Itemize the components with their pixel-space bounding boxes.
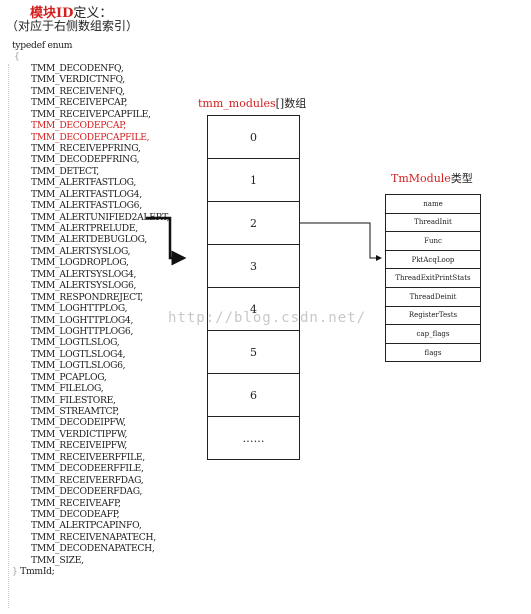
- array-label-name: tmm_modules: [198, 97, 276, 110]
- enum-item: TMM_ALERTFASTLOG,: [31, 177, 136, 189]
- enum-item: TMM_RECEIVEIPFW,: [31, 440, 128, 452]
- array-label: tmm_modules[]数组: [198, 95, 306, 111]
- enum-item: TMM_ALERTSYSLOG,: [31, 245, 131, 257]
- enum-item: TMM_DECODEPCAPFILE,: [31, 131, 150, 143]
- enum-item: TMM_SIZE,: [31, 554, 84, 566]
- array-cell: ……: [242, 432, 265, 445]
- enum-item: TMM_RECEIVEPFRING,: [31, 142, 141, 154]
- array-to-struct-arrow: [300, 222, 382, 261]
- enum-item: TMM_DECODEAFP,: [31, 508, 120, 520]
- enum-item: TMM_RECEIVEERFFILE,: [31, 451, 145, 463]
- enum-item: TMM_ALERTUNIFIED2ALERT,: [31, 211, 170, 223]
- enum-item: TMM_RECEIVENFQ,: [31, 85, 125, 97]
- enum-item: TMM_ALERTFASTLOG4,: [31, 188, 142, 200]
- enum-item: TMM_ALERTSYSLOG6,: [31, 280, 137, 292]
- enum-item: TMM_ALERTSYSLOG4,: [31, 268, 137, 280]
- enum-item: TMM_ALERTPRELUDE,: [31, 223, 138, 234]
- enum-to-array-arrow: [146, 216, 187, 266]
- array-cell: 2: [208, 202, 299, 245]
- array-cell: 6: [208, 374, 299, 417]
- array-cell: 1: [208, 159, 299, 202]
- enum-item: TMM_DECODEPCAP,: [31, 120, 126, 132]
- enum-item: TMM_LOGHTTPLOG6,: [31, 325, 134, 337]
- enum-item: TMM_ALERTDEBUGLOG,: [31, 234, 147, 246]
- page-subtitle: （对应于右侧数组索引）: [6, 19, 139, 33]
- enum-item: TMM_LOGTLSLOG4,: [31, 348, 126, 360]
- enum-item: TMM_RECEIVEERFDAG,: [31, 474, 144, 486]
- struct-label-suffix: 类型: [450, 172, 473, 185]
- enum-item: TMM_DECODEPFRING,: [31, 154, 140, 166]
- enum-item: TMM_VERDICTNFQ,: [31, 74, 125, 86]
- enum-item: TMM_STREAMTCP,: [31, 406, 119, 417]
- enum-item: TMM_LOGHTTPLOG4,: [31, 314, 134, 326]
- struct-field: cap_flags: [386, 325, 480, 344]
- enum-item: TMM_RECEIVEAFP,: [31, 497, 121, 509]
- enum-item: TMM_DECODEERFDAG,: [31, 486, 143, 498]
- enum-item: TMM_LOGTLSLOG6,: [31, 360, 126, 372]
- enum-item: TMM_RECEIVEPCAPFILE,: [31, 108, 151, 120]
- enum-code-block: typedef enum { TMM_DECODENFQ,TMM_VERDICT…: [12, 40, 170, 578]
- enum-item: TMM_DETECT,: [31, 165, 99, 177]
- watermark: http://blog.csdn.net/: [168, 310, 367, 326]
- enum-item-list: TMM_DECODENFQ,TMM_VERDICTNFQ,TMM_RECEIVE…: [12, 62, 170, 566]
- enum-item: TMM_PCAPLOG,: [31, 371, 107, 383]
- enum-item: TMM_DECODEIPFW,: [31, 417, 126, 429]
- title-suffix: 定义：: [73, 6, 113, 21]
- enum-item: TMM_FILELOG,: [31, 383, 104, 395]
- enum-item: TMM_LOGTLSLOG,: [31, 337, 120, 349]
- page-title: 模块ID定义：: [30, 2, 112, 21]
- enum-item: TMM_RECEIVEPCAP,: [31, 97, 128, 109]
- array-cell: 3: [208, 245, 299, 288]
- enum-item: TMM_DECODENFQ,: [31, 62, 124, 74]
- enum-item: TMM_ALERTPCAPINFO,: [31, 520, 142, 532]
- struct-field: flags: [424, 349, 442, 358]
- enum-item: TMM_DECODEERFFILE,: [31, 463, 144, 475]
- enum-item: TMM_FILESTORE,: [31, 394, 116, 406]
- code-close-line: } TmmId;: [12, 566, 169, 577]
- struct-field: PktAcqLoop: [386, 251, 480, 270]
- array-cell: 5: [208, 331, 299, 374]
- enum-item: TMM_RESPONDREJECT,: [31, 291, 143, 303]
- struct-label-name: TmModule: [391, 172, 451, 185]
- struct-field: name: [386, 195, 480, 214]
- enum-item: TMM_VERDICTIPFW,: [31, 428, 128, 440]
- code-close-name: TmmId;: [17, 566, 55, 578]
- struct-field: ThreadExitPrintStats: [386, 269, 480, 288]
- struct-field: ThreadDeinit: [386, 288, 480, 307]
- code-brace-open: {: [14, 51, 20, 63]
- enum-item: TMM_RECEIVENAPATECH,: [31, 531, 156, 543]
- enum-item: TMM_DECODENAPATECH,: [31, 543, 155, 555]
- struct-field: ThreadInit: [386, 214, 480, 233]
- array-cell: 4: [208, 288, 299, 331]
- enum-item: TMM_LOGHTTPLOG,: [31, 303, 128, 315]
- array-label-suffix: []数组: [275, 97, 307, 110]
- struct-field: RegisterTests: [386, 307, 480, 326]
- code-brace-close: }: [12, 566, 18, 578]
- struct-field: Func: [386, 232, 480, 251]
- code-open-line: typedef enum: [12, 40, 73, 51]
- enum-item: TMM_LOGDROPLOG,: [31, 257, 129, 269]
- enum-item: TMM_ALERTFASTLOG6,: [31, 200, 142, 212]
- struct-label: TmModule类型: [391, 170, 473, 186]
- title-red: 模块ID: [30, 6, 74, 21]
- array-cell: 0: [208, 116, 299, 159]
- code-gutter: [8, 64, 9, 608]
